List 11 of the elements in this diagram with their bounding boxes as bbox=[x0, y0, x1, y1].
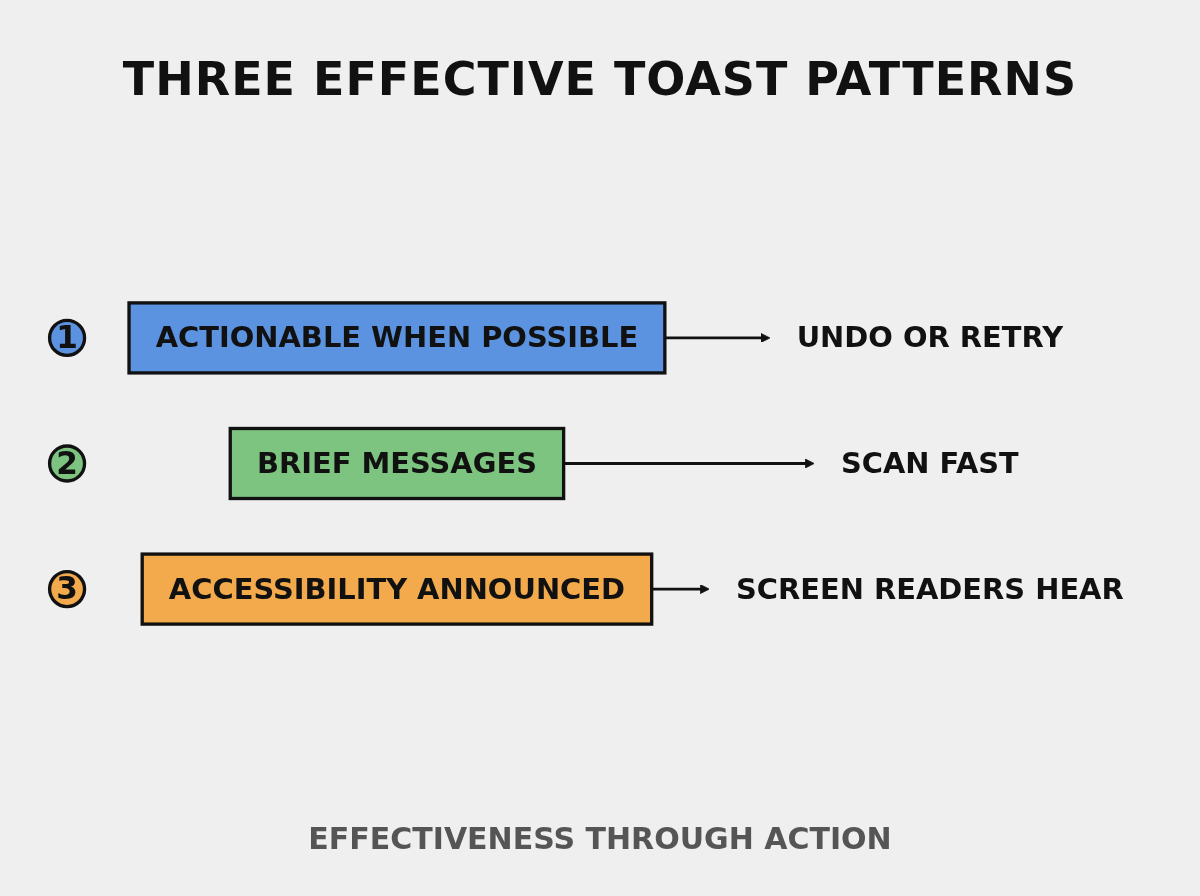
node-circle: 1 bbox=[47, 318, 87, 358]
node-circle: 3 bbox=[47, 569, 87, 609]
node-text: SCREEN READERS HEAR bbox=[735, 571, 1124, 606]
caption: EFFECTIVENESS THROUGH ACTION bbox=[308, 821, 892, 856]
node-text: SCAN FAST bbox=[840, 446, 1019, 480]
node-text: UNDO OR RETRY bbox=[796, 320, 1064, 355]
node-box: ACCESSIBILITY ANNOUNCED bbox=[140, 552, 654, 626]
title: THREE EFFECTIVE TOAST PATTERNS bbox=[122, 52, 1078, 106]
node-box: ACTIONABLE WHEN POSSIBLE bbox=[127, 301, 667, 375]
node-circle: 2 bbox=[47, 444, 87, 483]
node-box: BRIEF MESSAGES bbox=[228, 426, 566, 501]
